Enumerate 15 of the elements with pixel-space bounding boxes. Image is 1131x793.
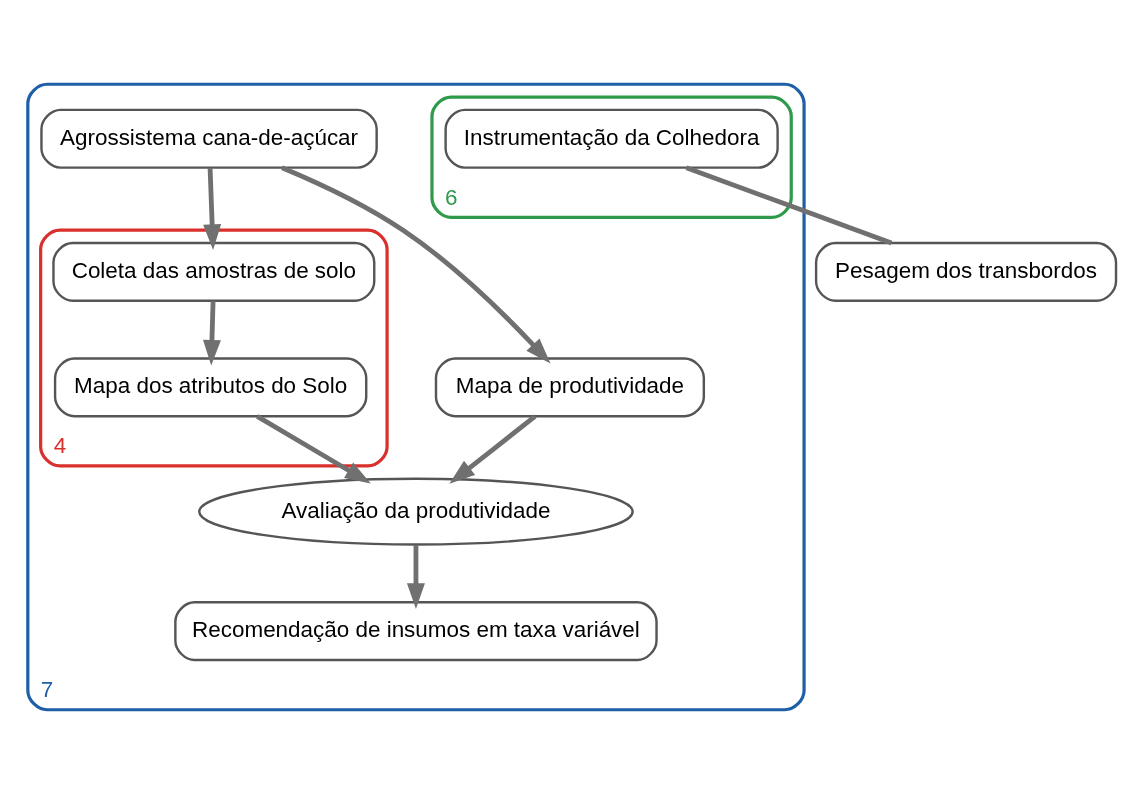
arrow: [406, 544, 425, 609]
node-box: Pesagem dos transbordos: [814, 241, 1118, 302]
arrow: [256, 413, 371, 483]
arrow: [203, 167, 222, 250]
arrow: [449, 414, 537, 484]
node-box: Mapa de produtividade: [434, 356, 706, 417]
node-ellipse: Avaliação da produtividade: [198, 477, 634, 546]
connector: [685, 165, 893, 245]
node-box: Agrossistema cana-de-açúcar: [40, 108, 378, 169]
arrow: [281, 164, 551, 364]
node-box: Coleta das amostras de solo: [52, 241, 376, 302]
node-box: Mapa dos atributos do Solo: [53, 356, 368, 417]
node-box: Instrumentação da Colhedora: [444, 108, 779, 169]
node-box: Recomendação de insumos em taxa variável: [174, 600, 658, 661]
arrow: [202, 300, 221, 366]
